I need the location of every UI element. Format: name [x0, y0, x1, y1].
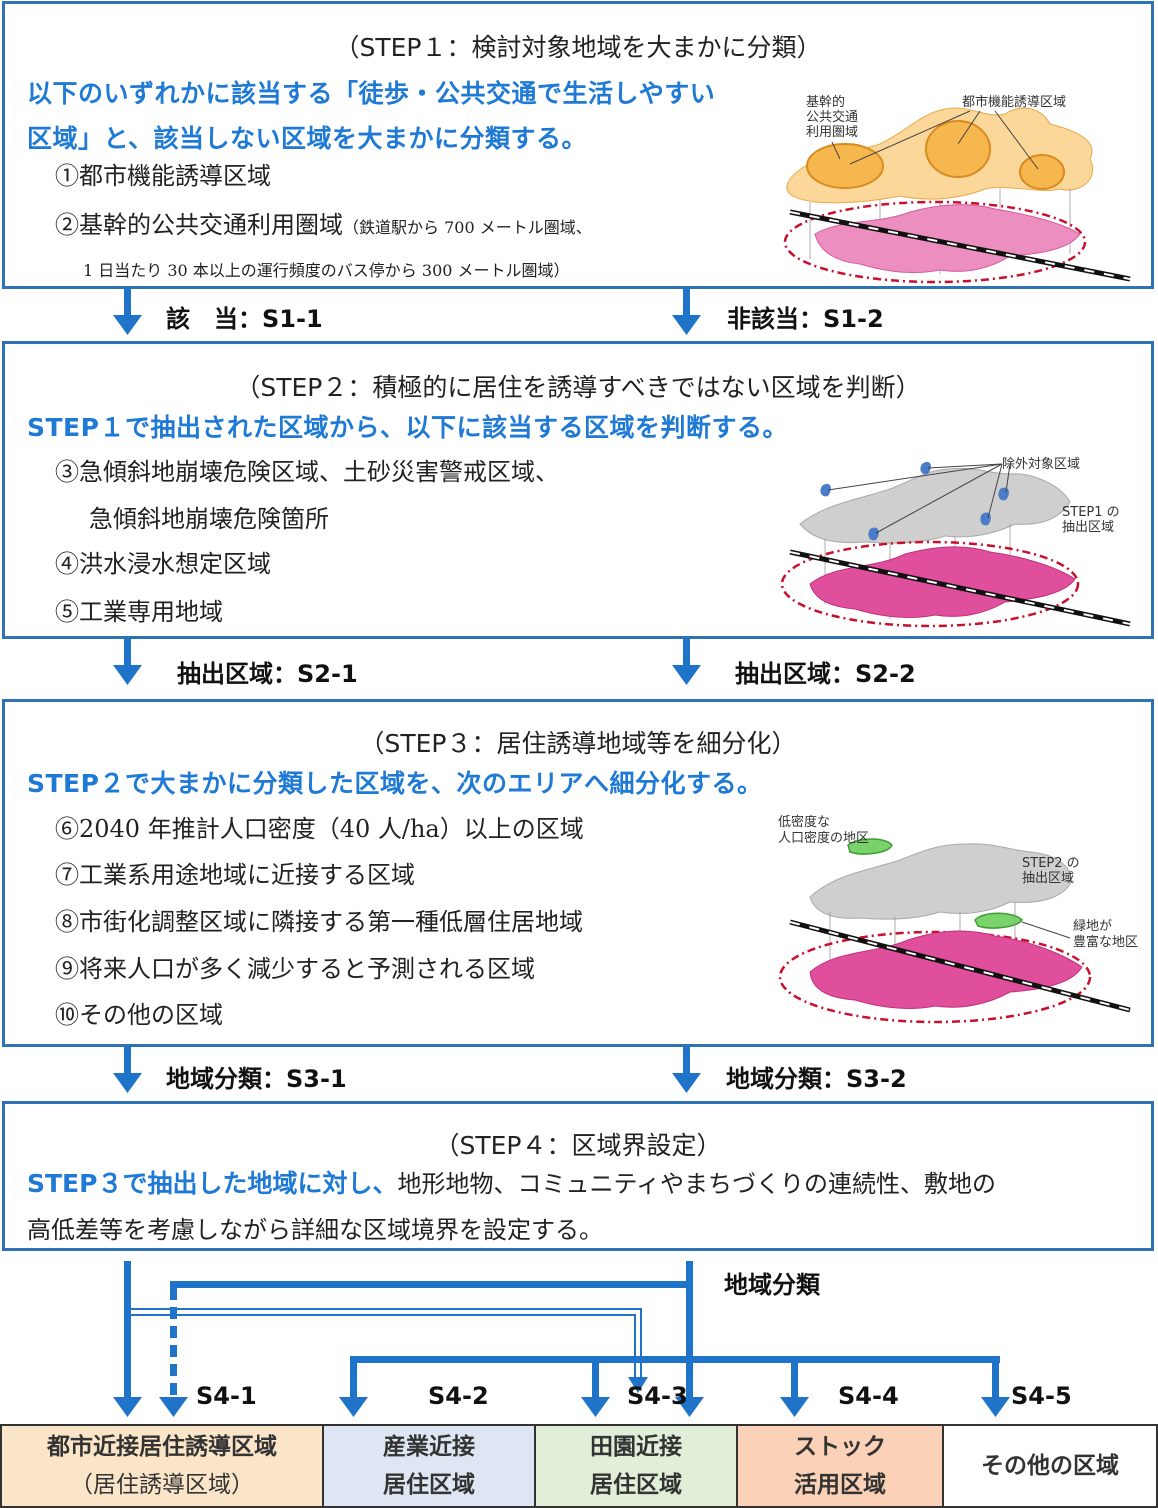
flow3-right-label: 地域分類：S3-2: [726, 1065, 907, 1093]
result-label-4a: ストック: [794, 1434, 886, 1460]
step3-item5: ⑩その他の区域: [55, 1001, 223, 1029]
result-box-sonota: その他の区域: [942, 1424, 1158, 1508]
step3-box: （STEP３：居住誘導地域等を細分化） STEP２で大まかに分類した区域を、次の…: [2, 699, 1154, 1047]
step1-box: （STEP１：検討対象地域を大まかに分類） 以下のいずれかに該当する「徒歩・公共…: [2, 1, 1154, 289]
step3-diagram-label-c1: 緑地が: [1073, 919, 1112, 934]
step2-grey-layer: [799, 467, 1071, 544]
step3-item2: ⑦工業系用途地域に近接する区域: [55, 861, 415, 889]
step1-diagram-label-b: 都市機能誘導区域: [962, 94, 1066, 110]
step4-title: （STEP４：区域界設定）: [434, 1131, 722, 1160]
step3-diagram-label-a1: 低密度な: [778, 814, 830, 830]
step1-diagram-label-a2: 公共交通: [806, 109, 858, 125]
step1-item2-main: ②基幹的公共交通利用圏域: [55, 211, 343, 239]
result-label-1b: （居住誘導区域）: [70, 1472, 254, 1498]
flow2-right-label: 抽出区域：S2-2: [735, 660, 916, 688]
step1-item2-note2: 1 日当たり 30 本以上の運行頻度のバス停から 300 メートル圏域）: [83, 261, 570, 280]
step3-pink-layer: [809, 930, 1083, 1009]
step2-box: （STEP２：積極的に居住を誘導すべきではない区域を判断） STEP１で抽出され…: [2, 341, 1154, 639]
flow4-s45-label: S4-5: [1011, 1382, 1072, 1410]
result-label-5a: その他の区域: [981, 1453, 1119, 1479]
flow3-left-label: 地域分類：S3-1: [166, 1065, 347, 1093]
step3-grey-layer: [809, 843, 1072, 920]
step1-lead-line1: 以下のいずれかに該当する「徒歩・公共交通で生活しやすい: [27, 79, 716, 108]
flow4-category-label: 地域分類: [724, 1271, 820, 1299]
step1-item2-note: （鉄道駅から 700 メートル圏域、: [343, 218, 592, 237]
step2-item2: ④洪水浸水想定区域: [55, 550, 271, 578]
result-box-sangyo-kinsetsu: 産業近接 居住区域: [322, 1424, 536, 1508]
step2-area-diagram: 除外対象区域 STEP1 の 抽出区域: [780, 457, 1131, 628]
step3-diagram-label-c2: 豊富な地区: [1073, 934, 1138, 950]
step1-lead-line2: 区域」と、該当しない区域を大まかに分類する。: [27, 124, 588, 153]
flow2-left-label: 抽出区域：S2-1: [177, 660, 358, 688]
result-label-3b: 居住区域: [590, 1472, 682, 1498]
step1-title: （STEP１：検討対象地域を大まかに分類）: [334, 33, 822, 62]
step3-area-diagram: 低密度な 人口密度の地区 STEP2 の 抽出区域 緑地が 豊富な地区: [778, 814, 1138, 1024]
step2-item3: ⑤工業専用地域: [55, 598, 223, 626]
step3-item4: ⑨将来人口が多く減少すると予測される区域: [55, 955, 535, 983]
step2-diagram-label-a: 除外対象区域: [1002, 457, 1080, 472]
step4-box: （STEP４：区域界設定） STEP３で抽出した地域に対し、地形地物、コミュニテ…: [2, 1101, 1154, 1251]
flow4-s44-label: S4-4: [838, 1382, 899, 1410]
step3-title: （STEP３：居住誘導地域等を細分化）: [359, 729, 797, 758]
flow4-s43-label: S4-3: [627, 1382, 688, 1410]
step4-body-line1: STEP３で抽出した地域に対し、地形地物、コミュニティやまちづくりの連続性、敷地…: [27, 1164, 996, 1200]
step2-item1b: 急傾斜地崩壊危険箇所: [89, 505, 329, 533]
step2-item1a: ③急傾斜地崩壊危険区域、土砂災害警戒区域、: [55, 458, 559, 486]
step1-item2: ②基幹的公共交通利用圏域（鉄道駅から 700 メートル圏域、: [55, 205, 592, 240]
step2-diagram-label-b1: STEP1 の: [1062, 505, 1120, 520]
step2-title: （STEP２：積極的に居住を誘導すべきではない区域を判断）: [235, 373, 921, 402]
flow4-tree: [113, 1261, 1010, 1417]
step1-item1: ①都市機能誘導区域: [55, 162, 271, 190]
step3-item1: ⑥2040 年推計人口密度（40 人/ha）以上の区域: [55, 815, 584, 843]
step4-lead: STEP３で抽出した地域に対し、: [27, 1169, 398, 1198]
flow4-s42-label: S4-2: [428, 1382, 489, 1410]
result-box-denen-kinsetsu: 田園近接 居住区域: [534, 1424, 738, 1508]
result-label-1a: 都市近接居住誘導区域: [47, 1434, 277, 1460]
step4-body1: 地形地物、コミュニティやまちづくりの連続性、敷地の: [397, 1170, 997, 1198]
result-label-4b: 活用区域: [794, 1472, 886, 1498]
step3-diagram-label-b1: STEP2 の: [1022, 856, 1080, 871]
flow1-left-label: 該 当：S1-1: [166, 305, 323, 333]
flow2-arrows: [113, 639, 701, 685]
flow1-right-label: 非該当：S1-2: [727, 305, 884, 333]
step2-diagram-label-b2: 抽出区域: [1062, 520, 1114, 535]
step1-diagram-label-a3: 利用圏域: [806, 125, 858, 140]
step1-diagram-label-a1: 基幹的: [806, 94, 845, 110]
flow1-arrows: [113, 289, 701, 335]
step3-lead: STEP２で大まかに分類した区域を、次のエリアへ細分化する。: [27, 769, 763, 798]
flow3-arrows: [113, 1047, 701, 1093]
flow4-s41-label: S4-1: [196, 1382, 257, 1410]
result-label-3a: 田園近接: [590, 1434, 682, 1460]
result-box-toshi-kinsetsu: 都市近接居住誘導区域 （居住誘導区域）: [0, 1424, 324, 1508]
result-label-2a: 産業近接: [383, 1434, 475, 1460]
step3-diagram-label-b2: 抽出区域: [1022, 871, 1074, 886]
step4-body-line2: 高低差等を考慮しながら詳細な区域境界を設定する。: [27, 1216, 603, 1244]
step1-area-diagram: 基幹的 公共交通 利用圏域 都市機能誘導区域: [783, 94, 1131, 284]
result-label-2b: 居住区域: [383, 1472, 475, 1498]
step3-diagram-label-a2: 人口密度の地区: [778, 830, 869, 846]
step2-lead: STEP１で抽出された区域から、以下に該当する区域を判断する。: [27, 413, 788, 442]
result-box-stock-katsuyo: ストック 活用区域: [736, 1424, 944, 1508]
step3-item3: ⑧市街化調整区域に隣接する第一種低層住居地域: [55, 908, 583, 936]
